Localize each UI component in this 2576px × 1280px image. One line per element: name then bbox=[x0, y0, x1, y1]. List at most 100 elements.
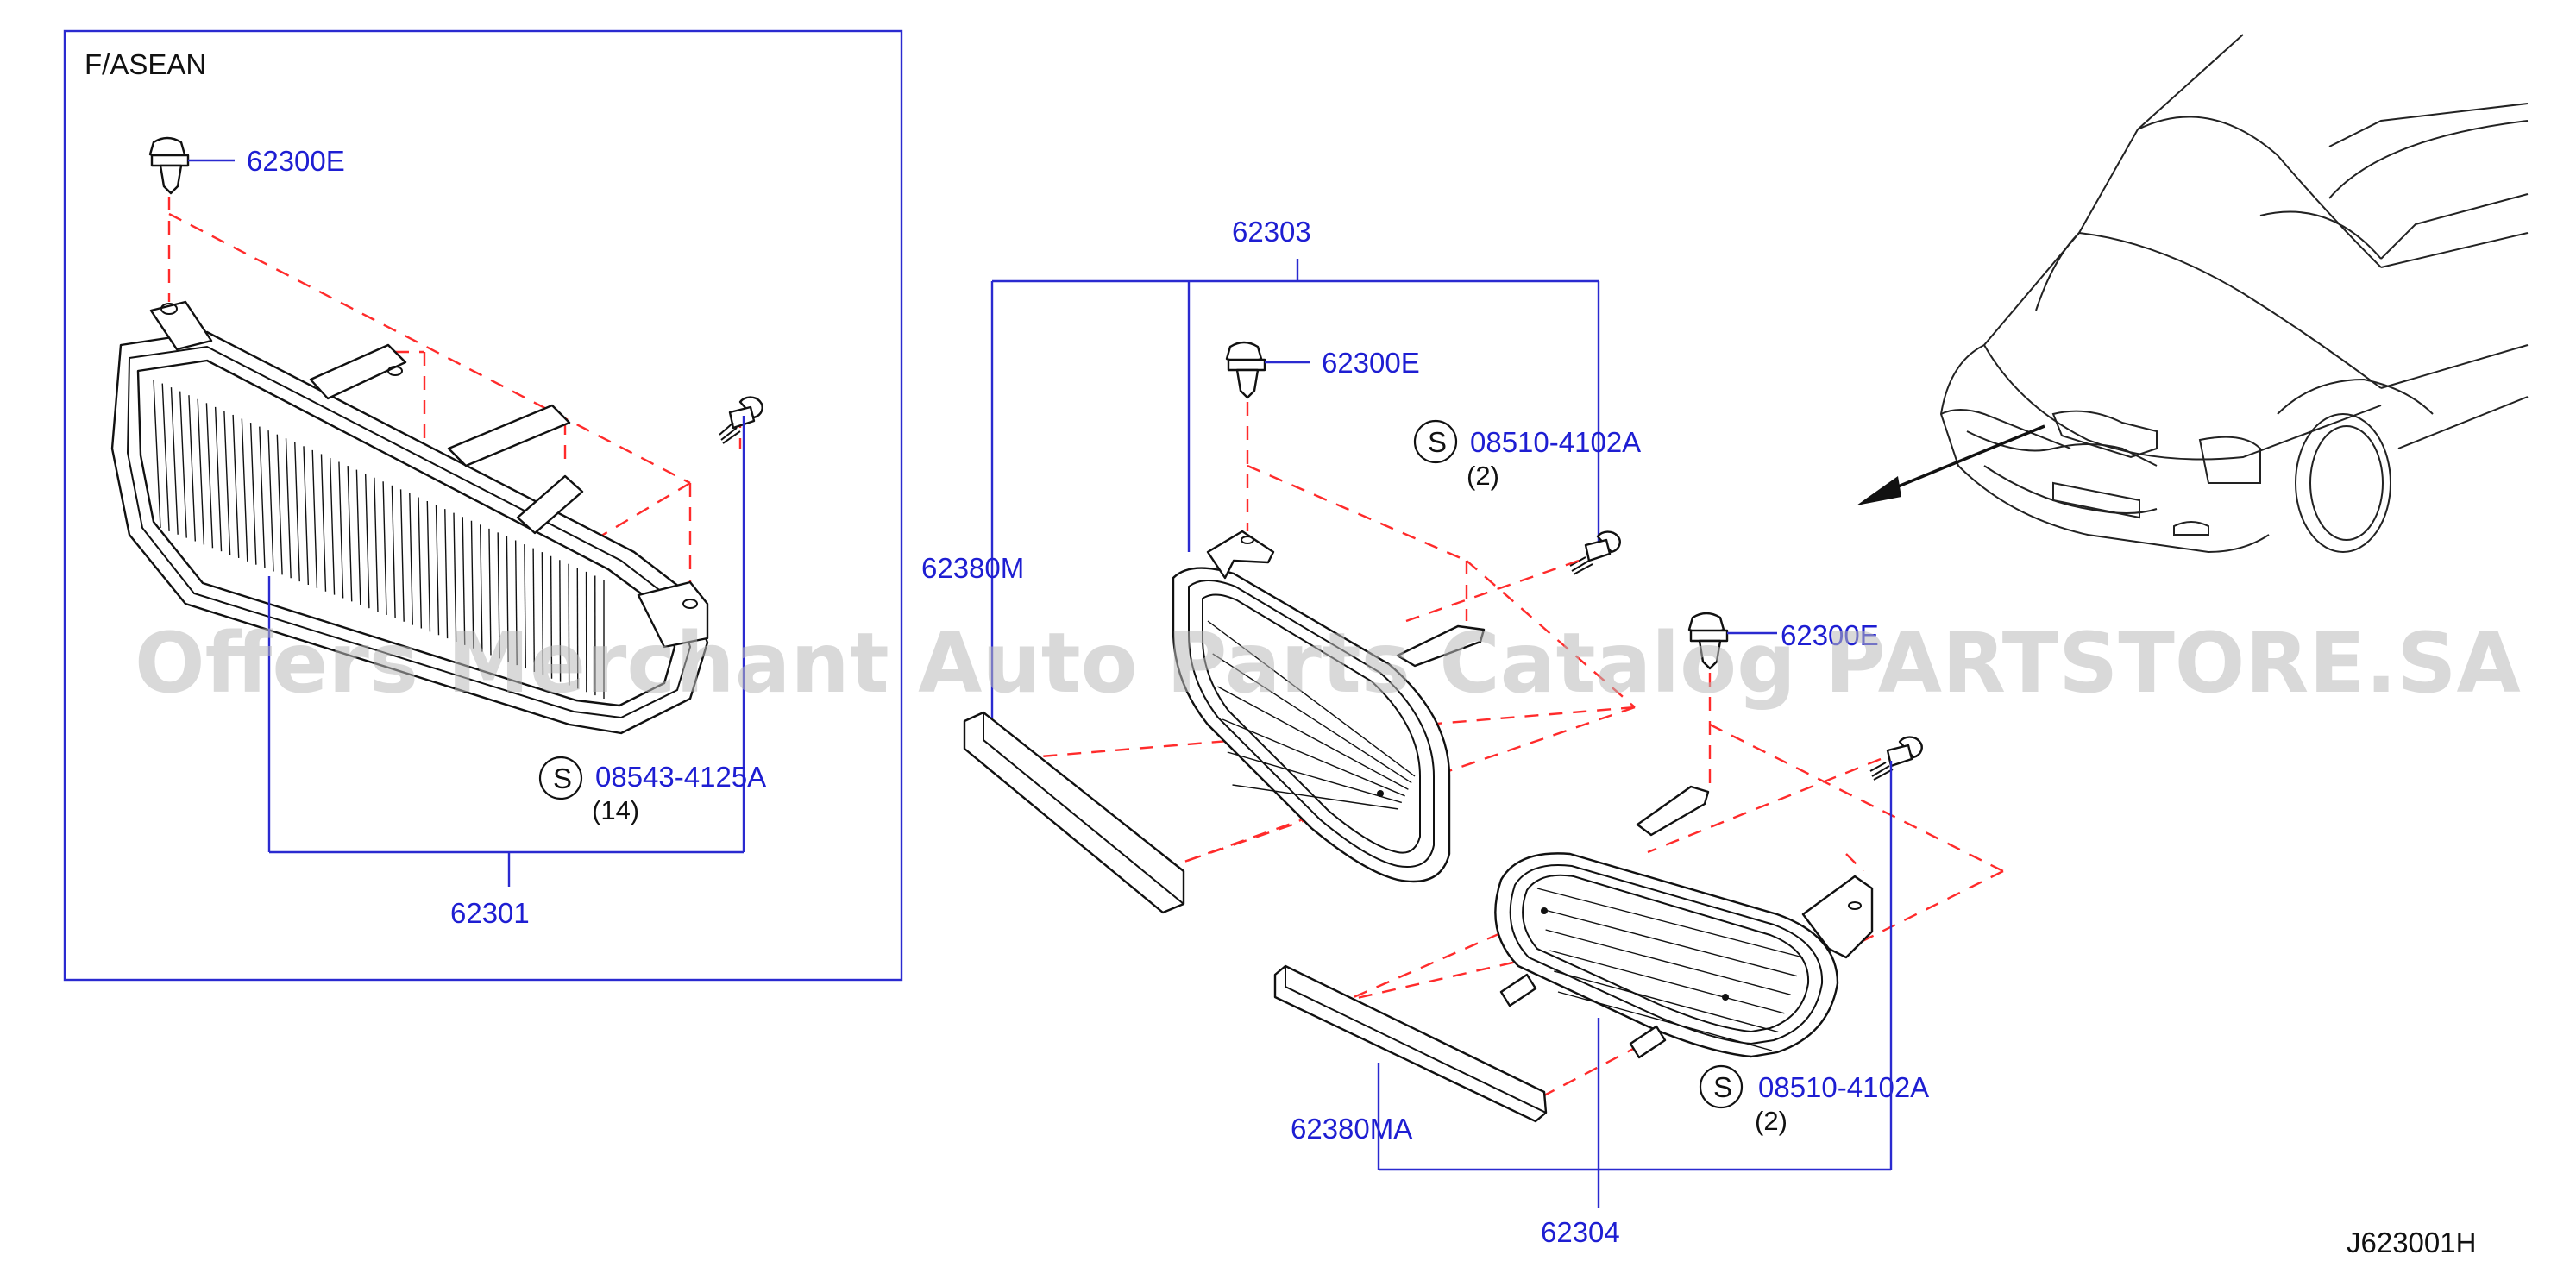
grille-slat bbox=[480, 524, 483, 652]
clip-center-callout[interactable]: 62300E bbox=[1322, 347, 1420, 379]
diagram-code: J623001H bbox=[2347, 1227, 2476, 1258]
grille-asean-leader bbox=[267, 576, 744, 887]
grille-slat bbox=[497, 532, 500, 659]
clip-icon bbox=[148, 136, 190, 195]
guide-lines-left bbox=[167, 197, 742, 599]
grille-slat bbox=[197, 398, 205, 545]
grille-slat bbox=[470, 520, 474, 649]
asean-panel-frame bbox=[63, 29, 903, 982]
grille-slat bbox=[391, 485, 396, 618]
grille-slat bbox=[1217, 686, 1409, 790]
grille-slat bbox=[1222, 718, 1405, 797]
screw-left-callout[interactable]: 08543-4125A bbox=[595, 761, 766, 793]
grille-slat bbox=[241, 418, 248, 562]
grille-slat bbox=[1545, 929, 1791, 995]
grille-slat bbox=[374, 477, 379, 612]
clip-icon bbox=[1687, 612, 1729, 670]
grille-asean-part bbox=[110, 300, 709, 735]
watermark-text: Offers Merchant Auto Parts Catalog PARTS… bbox=[135, 615, 2521, 712]
molding-lower-part bbox=[1273, 964, 1548, 1123]
grille-slat bbox=[426, 501, 431, 632]
grille-slat bbox=[1541, 908, 1797, 977]
clip-icon bbox=[1225, 341, 1266, 399]
screw-right-qty: (2) bbox=[1755, 1106, 1787, 1136]
grille-slat bbox=[294, 442, 300, 582]
grille-slat bbox=[311, 449, 318, 588]
vehicle-locator-sketch bbox=[1939, 34, 2529, 554]
grille-lower-callout[interactable]: 62304 bbox=[1541, 1216, 1620, 1248]
grille-slat bbox=[1212, 653, 1412, 784]
grille-slat bbox=[1549, 950, 1785, 1014]
clip-right-callout[interactable]: 62300E bbox=[1781, 619, 1879, 651]
screw-icon bbox=[1569, 530, 1621, 575]
grille-slat bbox=[550, 555, 553, 679]
grille-lower-leader bbox=[1377, 761, 1893, 1208]
grille-slat bbox=[409, 493, 413, 625]
grille-slat bbox=[259, 426, 266, 568]
grille-slat bbox=[488, 528, 492, 656]
grille-slat bbox=[214, 406, 223, 552]
grille-slat bbox=[435, 505, 440, 636]
molding-upper-callout[interactable]: 62380M bbox=[921, 552, 1024, 584]
grille-slat bbox=[514, 540, 518, 666]
grille-slat bbox=[1554, 970, 1779, 1033]
grille-slat bbox=[418, 497, 423, 629]
grille-slat bbox=[382, 481, 387, 615]
standard-part-marker: S bbox=[1713, 1071, 1732, 1103]
grille-slat bbox=[170, 387, 179, 535]
grille-slat bbox=[188, 395, 197, 542]
grille-slat bbox=[559, 560, 562, 682]
standard-part-marker: S bbox=[1428, 426, 1447, 458]
grille-slat bbox=[161, 383, 170, 531]
grille-upper-part bbox=[1172, 530, 1486, 883]
screw-right-callout[interactable]: 08510-4102A bbox=[1758, 1071, 1929, 1103]
grille-slat bbox=[541, 552, 544, 675]
grille-slat bbox=[303, 446, 310, 586]
grille-slat bbox=[179, 391, 187, 538]
grille-slat bbox=[462, 517, 466, 645]
grille-asean-callout[interactable]: 62301 bbox=[450, 897, 530, 929]
grille-slat bbox=[532, 548, 536, 672]
grille-slat bbox=[205, 403, 214, 549]
standard-part-circle bbox=[1413, 419, 1458, 464]
grille-assembly-callout[interactable]: 62303 bbox=[1232, 216, 1311, 248]
grille-slat bbox=[399, 489, 405, 622]
screw-icon bbox=[1869, 736, 1923, 781]
grille-slat bbox=[276, 434, 283, 575]
grille-slat bbox=[232, 414, 240, 558]
grille-slat bbox=[267, 430, 274, 572]
grille-slat bbox=[453, 512, 457, 643]
grille-assembly-leader bbox=[990, 259, 1600, 718]
grille-slat bbox=[1232, 784, 1399, 810]
grille-slat bbox=[364, 474, 370, 609]
grille-slat bbox=[153, 379, 161, 529]
grille-slat bbox=[1227, 751, 1402, 804]
grille-lower-part bbox=[1494, 785, 1874, 1059]
screw-center-qty: (2) bbox=[1467, 461, 1499, 491]
grille-slat bbox=[330, 457, 336, 595]
grille-slat bbox=[347, 466, 353, 602]
grille-slat bbox=[338, 461, 344, 599]
grille-slat bbox=[355, 469, 361, 605]
screw-center-callout[interactable]: 08510-4102A bbox=[1470, 426, 1641, 458]
grille-slat bbox=[1536, 888, 1804, 958]
screw-left-qty: (14) bbox=[592, 795, 639, 825]
grille-slat bbox=[506, 536, 509, 662]
region-label: F/ASEAN bbox=[85, 48, 206, 80]
standard-part-circle bbox=[538, 756, 583, 800]
direction-arrow bbox=[1857, 424, 2045, 505]
clip-left-callout[interactable]: 62300E bbox=[247, 145, 345, 177]
standard-part-circle bbox=[1699, 1064, 1744, 1109]
molding-upper-part bbox=[963, 711, 1185, 914]
grille-slat bbox=[1207, 620, 1416, 777]
molding-lower-callout[interactable]: 62380MA bbox=[1291, 1113, 1412, 1145]
grille-slat bbox=[444, 509, 449, 639]
grille-slat bbox=[249, 423, 257, 565]
screw-icon bbox=[719, 396, 763, 444]
grille-slat bbox=[285, 438, 292, 579]
grille-slat bbox=[1557, 991, 1773, 1051]
grille-slat bbox=[223, 411, 231, 555]
grille-slat bbox=[320, 454, 327, 592]
